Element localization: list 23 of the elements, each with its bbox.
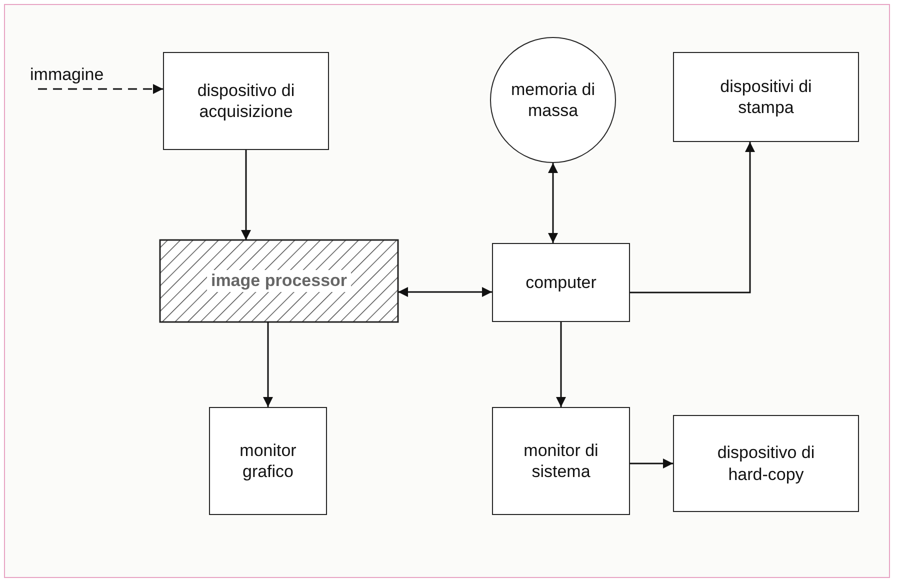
arrow: [241, 150, 251, 240]
node-label: image processor: [206, 270, 352, 292]
arrow: [548, 163, 558, 243]
node-label: computer: [524, 272, 598, 294]
node-label: dispositivi di stampa: [719, 76, 813, 118]
node-label: immagine: [30, 64, 104, 86]
arrow: [630, 458, 673, 468]
node-label: monitor di sistema: [522, 440, 600, 482]
process-box: [492, 407, 630, 515]
process-box: [163, 52, 329, 150]
process-box: [492, 243, 630, 322]
arrow: [263, 322, 273, 407]
arrow: [398, 287, 492, 297]
node-label: dispositivo di acquisizione: [196, 80, 296, 122]
arrow: [556, 322, 566, 407]
node-label: monitor grafico: [238, 440, 298, 482]
node-label: dispositivo di hard-copy: [716, 442, 816, 485]
process-box: [209, 407, 327, 515]
arrow: [38, 84, 163, 94]
arrow: [630, 142, 755, 294]
node-label: memoria di massa: [510, 78, 596, 122]
process-box: [673, 52, 859, 142]
process-box: [673, 415, 859, 512]
